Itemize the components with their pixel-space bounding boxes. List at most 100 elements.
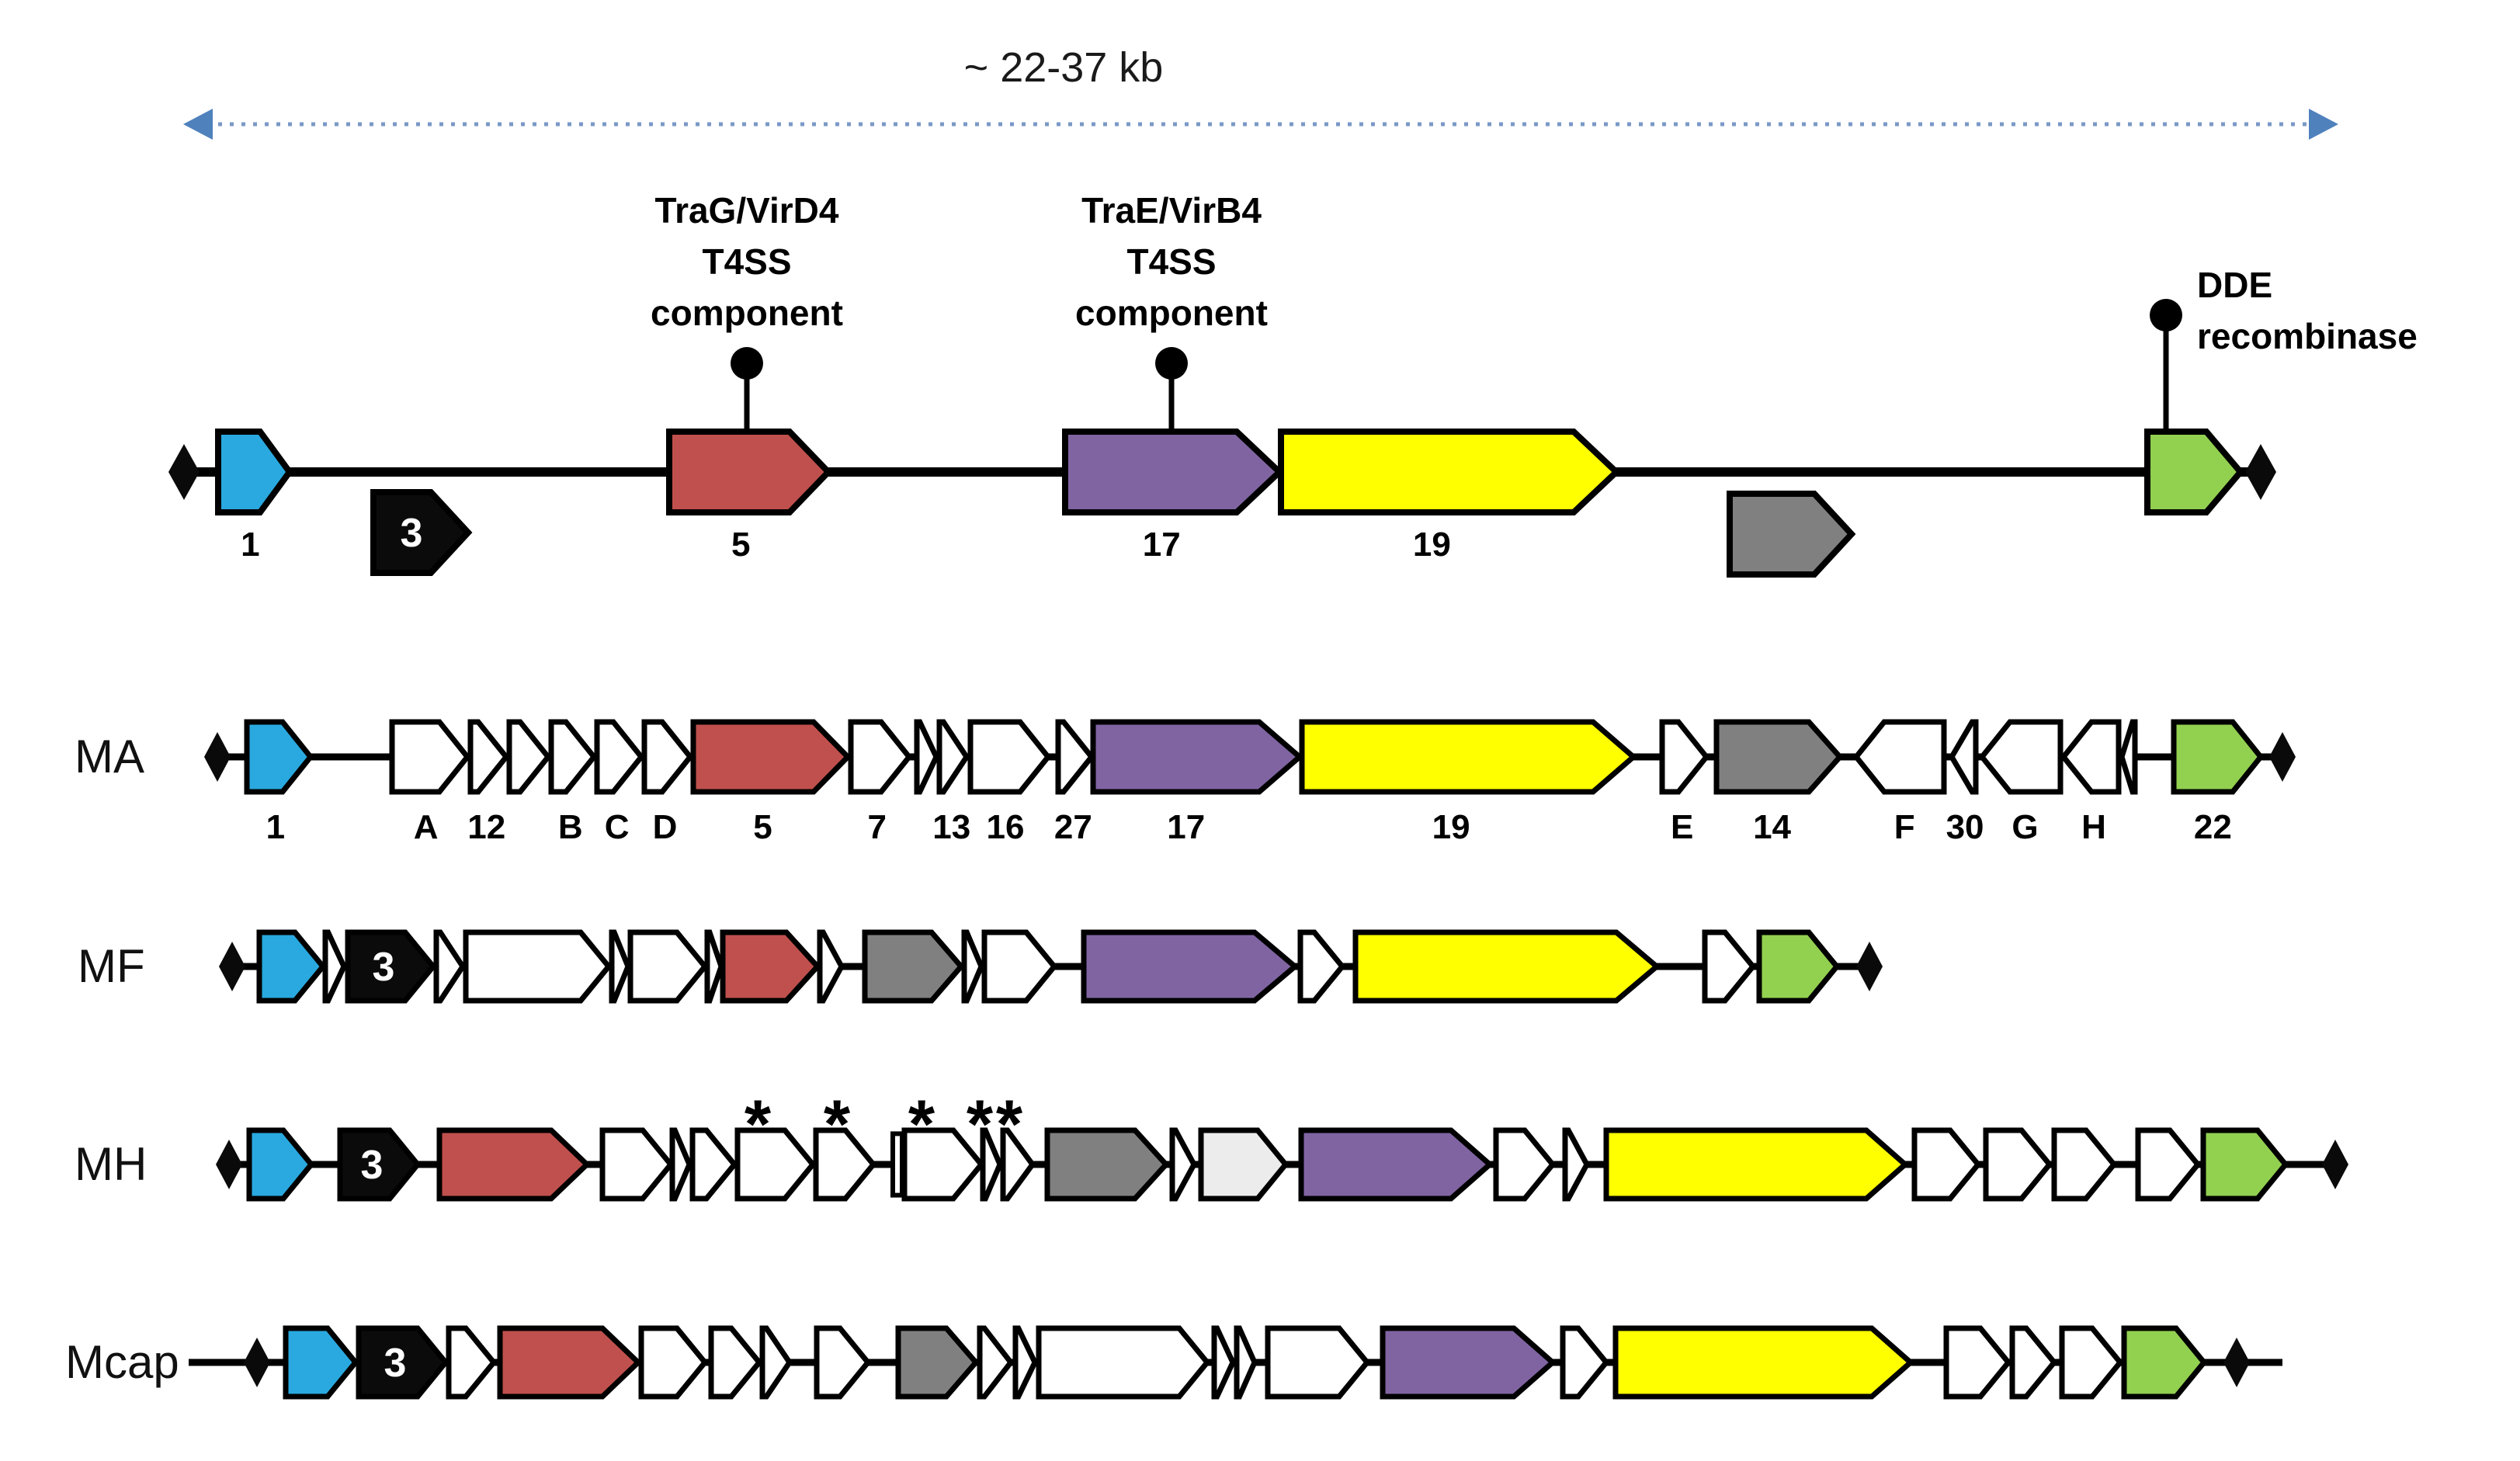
gene-yellow-arrow <box>1612 1325 1915 1400</box>
gene-white-arrow <box>961 929 984 1004</box>
gene-22-arrow <box>2171 719 2265 795</box>
scale-size-label: ~ 22-37 kb <box>963 44 1164 91</box>
gene-3-arrow <box>356 1325 450 1400</box>
gene-brick-arrow <box>720 929 821 1004</box>
gene-white-arrow <box>1234 1325 1258 1400</box>
gene-D-arrow <box>641 719 694 795</box>
gene-17-arrow <box>1062 429 1284 515</box>
gene-12-arrow <box>467 719 510 795</box>
gene-E-arrow <box>1659 719 1710 795</box>
gene-white-arrow <box>980 1127 1003 1202</box>
gene-white-arrow <box>322 929 347 1004</box>
boundary-diamond-icon <box>1856 942 1883 991</box>
gene-white-arrow <box>901 1127 985 1202</box>
gene-label-7: 7 <box>868 808 887 846</box>
gene-blue-arrow <box>256 929 327 1004</box>
gene-white-arrow <box>627 929 709 1004</box>
gene-label-H: H <box>2081 808 2106 846</box>
gene-white-arrow <box>1000 1127 1036 1202</box>
gene-5-arrow <box>666 429 833 515</box>
track-label-mcap: Mcap <box>65 1336 179 1388</box>
gene-5-arrow <box>690 719 852 795</box>
gene-white-arrow <box>1493 1127 1557 1202</box>
track-label-mf: MF <box>78 940 145 992</box>
gene-label-17: 17 <box>1167 808 1205 846</box>
gene-label-19: 19 <box>1413 526 1451 564</box>
gene-white-arrow <box>433 929 467 1004</box>
gene-gray-arrow <box>1044 1127 1170 1202</box>
gene-G-arrow <box>1978 719 2064 795</box>
gene-30-arrow <box>1948 719 1979 795</box>
gene-white-arrow <box>506 719 552 795</box>
gene-label-E: E <box>1671 808 1693 846</box>
gene-white-arrow <box>2051 1127 2118 1202</box>
gene-label-D: D <box>653 808 678 846</box>
gene-label-1: 1 <box>241 526 259 564</box>
gene-label-27: 27 <box>1054 808 1092 846</box>
gene-lightgray-arrow <box>1198 1127 1290 1202</box>
gene-1-arrow <box>215 429 293 515</box>
gene-14-arrow <box>1713 719 1844 795</box>
asterisk-marker-icon: * <box>745 1085 772 1162</box>
gene-white-arrow <box>1560 1325 1610 1400</box>
gene-bar <box>890 1131 904 1198</box>
gene-label-F: F <box>1894 808 1915 846</box>
gene-green-arrow <box>1756 929 1841 1004</box>
gene-white-arrow <box>1911 1127 1982 1202</box>
gene-white-arrow <box>817 929 845 1004</box>
annotation-dde-recombinase: DDE recombinase <box>2197 265 2418 356</box>
gene-blue-arrow <box>246 1127 315 1202</box>
gene-white-arrow <box>1297 929 1346 1004</box>
gene-purple-arrow <box>1298 1127 1494 1202</box>
gene-white-arrow <box>704 929 724 1004</box>
gene-label-14: 14 <box>1753 808 1791 846</box>
asterisk-marker-icon: * <box>824 1085 851 1162</box>
gene-label-B: B <box>558 808 583 846</box>
lollipop-marker-icon <box>1155 347 1188 380</box>
asterisk-marker-icon: * <box>996 1085 1023 1162</box>
gene-yellow-arrow <box>1352 929 1661 1004</box>
gene-19-arrow <box>1299 719 1638 795</box>
gene-white-arrow <box>1211 1325 1236 1400</box>
boundary-diamond-icon <box>204 732 231 782</box>
gene-white-arrow <box>599 1127 675 1202</box>
gene-white-arrow <box>734 1127 817 1202</box>
gene-green-arrow <box>2200 1127 2289 1202</box>
boundary-diamond-icon <box>2322 1140 2348 1189</box>
annotation-trag-vird4-t4ss: TraG/VirD4 T4SS component <box>651 190 843 333</box>
gene-purple-arrow <box>1081 929 1300 1004</box>
gene-white-arrow <box>1012 1325 1038 1400</box>
track-label-mh: MH <box>75 1138 148 1190</box>
gene-inner-label: 3 <box>361 1143 384 1188</box>
gene-green-arrow <box>2144 429 2245 515</box>
gene-white-arrow <box>2009 1325 2058 1400</box>
gene-blue-arrow <box>283 1325 359 1400</box>
gene-F-arrow <box>1852 719 1947 795</box>
gene-white-arrow <box>609 929 631 1004</box>
gene-white-arrow <box>759 1325 793 1400</box>
gene-white-arrow <box>638 1325 709 1400</box>
gene-label-17: 17 <box>1143 526 1181 564</box>
gene-inner-label: 3 <box>384 1341 407 1386</box>
gene-label-5: 5 <box>731 526 750 564</box>
gene-label-12: 12 <box>467 808 505 846</box>
gene-white-arrow <box>814 1325 872 1400</box>
gene-label-22: 22 <box>2194 808 2232 846</box>
gene-3-arrow <box>337 1127 422 1202</box>
gene-27-arrow <box>1055 719 1095 795</box>
boundary-diamond-icon <box>2245 444 2276 500</box>
gene-white-arrow <box>1036 1325 1211 1400</box>
gene-gray-arrow <box>895 1325 980 1400</box>
gene-white-arrow <box>1983 1127 2053 1202</box>
gene-white-arrow <box>446 1325 498 1400</box>
gene-white-arrow <box>669 1127 692 1202</box>
annotation-trae-virb4-t4ss: TraE/VirB4 T4SS component <box>1075 190 1268 333</box>
gene-yellow-arrow <box>1603 1127 1910 1202</box>
lollipop-marker-icon <box>2150 299 2182 331</box>
boundary-diamond-icon <box>2269 732 2296 782</box>
gene-white-arrow <box>2119 719 2138 795</box>
scale-arrowhead-left-icon <box>183 109 213 140</box>
gene-label-5: 5 <box>753 808 772 846</box>
lollipop-marker-icon <box>731 347 763 380</box>
gene-label-1: 1 <box>266 808 285 846</box>
